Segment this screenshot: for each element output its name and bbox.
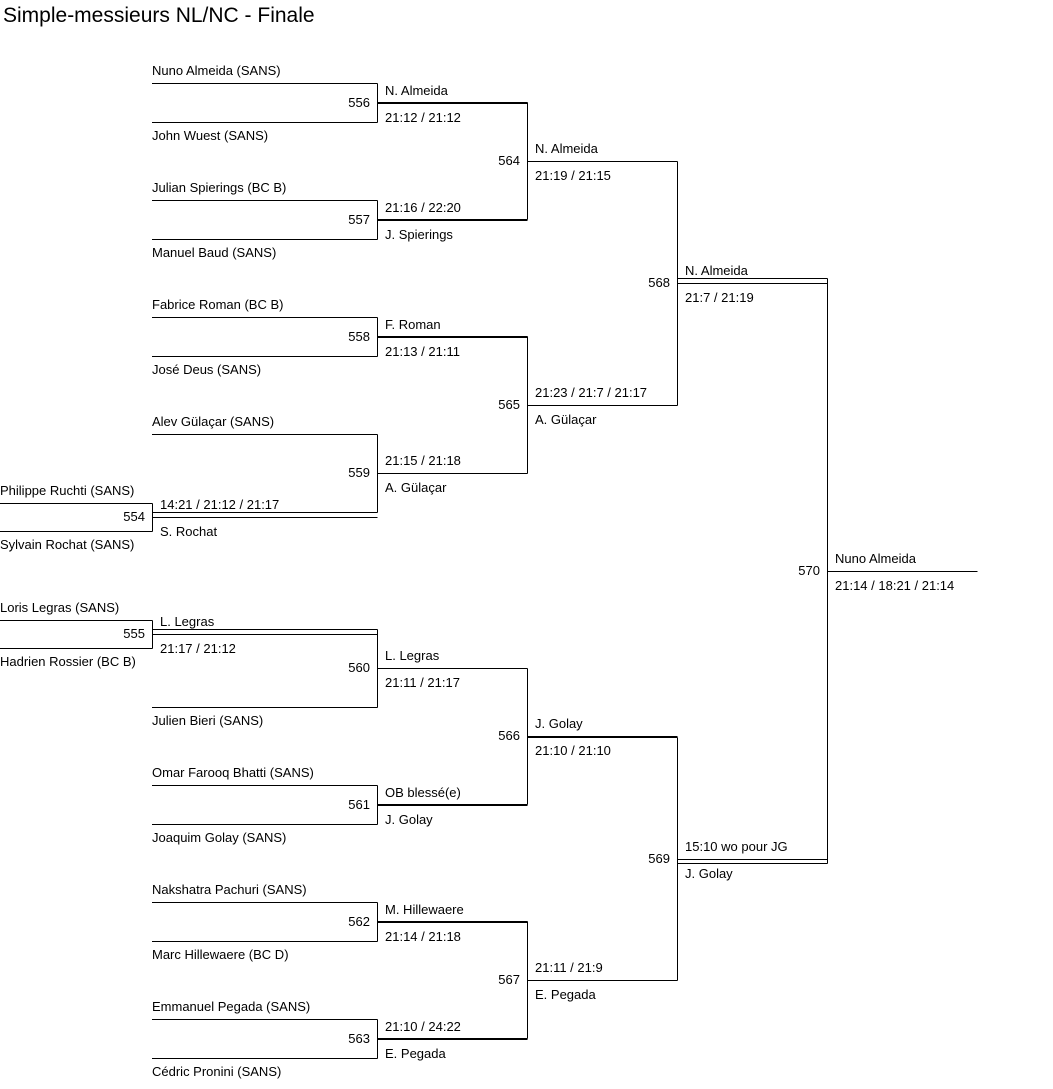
match-score: 21:17 / 21:12	[160, 641, 236, 656]
winner-name: S. Rochat	[160, 524, 217, 539]
match-number: 554	[123, 509, 145, 524]
match-number: 567	[498, 972, 520, 987]
winner-name: L. Legras	[160, 614, 215, 629]
match-score: 21:23 / 21:7 / 21:17	[535, 385, 647, 400]
match-number: 559	[348, 465, 370, 480]
match-number: 564	[498, 153, 520, 168]
match-score: 21:15 / 21:18	[385, 453, 461, 468]
match-number: 568	[648, 275, 670, 290]
match-number: 557	[348, 212, 370, 227]
entrant-name: Joaquim Golay (SANS)	[152, 830, 286, 845]
entrant-name: Julian Spierings (BC B)	[152, 180, 286, 195]
entrant-name: Loris Legras (SANS)	[0, 600, 119, 615]
entrant-name: Cédric Pronini (SANS)	[152, 1064, 281, 1079]
entrant-name: Philippe Ruchti (SANS)	[0, 483, 134, 498]
match-number: 560	[348, 660, 370, 675]
entrant-name: Manuel Baud (SANS)	[152, 245, 276, 260]
winner-name: M. Hillewaere	[385, 902, 464, 917]
entrant-name: Fabrice Roman (BC B)	[152, 297, 283, 312]
match-number: 555	[123, 626, 145, 641]
winner-name: N. Almeida	[685, 263, 749, 278]
match-score: 14:21 / 21:12 / 21:17	[160, 497, 279, 512]
match-score: 21:11 / 21:17	[385, 675, 460, 690]
winner-name: N. Almeida	[535, 141, 599, 156]
entrant-name: Nakshatra Pachuri (SANS)	[152, 882, 307, 897]
entrant-name: Hadrien Rossier (BC B)	[0, 654, 136, 669]
winner-name: L. Legras	[385, 648, 440, 663]
entrant-name: Marc Hillewaere (BC D)	[152, 947, 289, 962]
winner-name: J. Golay	[535, 716, 583, 731]
match-number: 566	[498, 728, 520, 743]
match-number: 570	[798, 563, 820, 578]
match-score: 21:16 / 22:20	[385, 200, 461, 215]
match-score: 21:7 / 21:19	[685, 290, 754, 305]
entrant-name: Nuno Almeida (SANS)	[152, 63, 281, 78]
winner-name: J. Golay	[385, 812, 433, 827]
winner-name: J. Spierings	[385, 227, 453, 242]
winner-name: Nuno Almeida	[835, 551, 917, 566]
winner-name: A. Gülaçar	[535, 412, 597, 427]
page-title: Simple-messieurs NL/NC - Finale	[3, 4, 315, 27]
match-number: 565	[498, 397, 520, 412]
match-number: 562	[348, 914, 370, 929]
entrant-name: José Deus (SANS)	[152, 362, 261, 377]
match-score: 21:11 / 21:9	[535, 960, 603, 975]
winner-name: E. Pegada	[535, 987, 596, 1002]
match-score: 21:12 / 21:12	[385, 110, 461, 125]
match-score: 21:19 / 21:15	[535, 168, 611, 183]
match-number: 556	[348, 95, 370, 110]
entrant-name: John Wuest (SANS)	[152, 128, 268, 143]
match-score: OB blessé(e)	[385, 785, 461, 800]
match-score: 21:14 / 21:18	[385, 929, 461, 944]
match-score: 21:10 / 24:22	[385, 1019, 461, 1034]
match-score: 21:10 / 21:10	[535, 743, 611, 758]
match-number: 563	[348, 1031, 370, 1046]
entrant-name: Sylvain Rochat (SANS)	[0, 537, 134, 552]
winner-name: J. Golay	[685, 866, 733, 881]
match-score: 21:14 / 18:21 / 21:14	[835, 578, 954, 593]
match-score: 21:13 / 21:11	[385, 344, 460, 359]
entrant-name: Julien Bieri (SANS)	[152, 713, 263, 728]
entrant-name: Alev Gülaçar (SANS)	[152, 414, 274, 429]
entrant-name: Emmanuel Pegada (SANS)	[152, 999, 310, 1014]
winner-name: F. Roman	[385, 317, 441, 332]
match-number: 569	[648, 851, 670, 866]
match-number: 558	[348, 329, 370, 344]
winner-name: E. Pegada	[385, 1046, 446, 1061]
entrant-name: Omar Farooq Bhatti (SANS)	[152, 765, 314, 780]
match-number: 561	[348, 797, 370, 812]
winner-name: N. Almeida	[385, 83, 449, 98]
winner-name: A. Gülaçar	[385, 480, 447, 495]
match-score: 15:10 wo pour JG	[685, 839, 788, 854]
